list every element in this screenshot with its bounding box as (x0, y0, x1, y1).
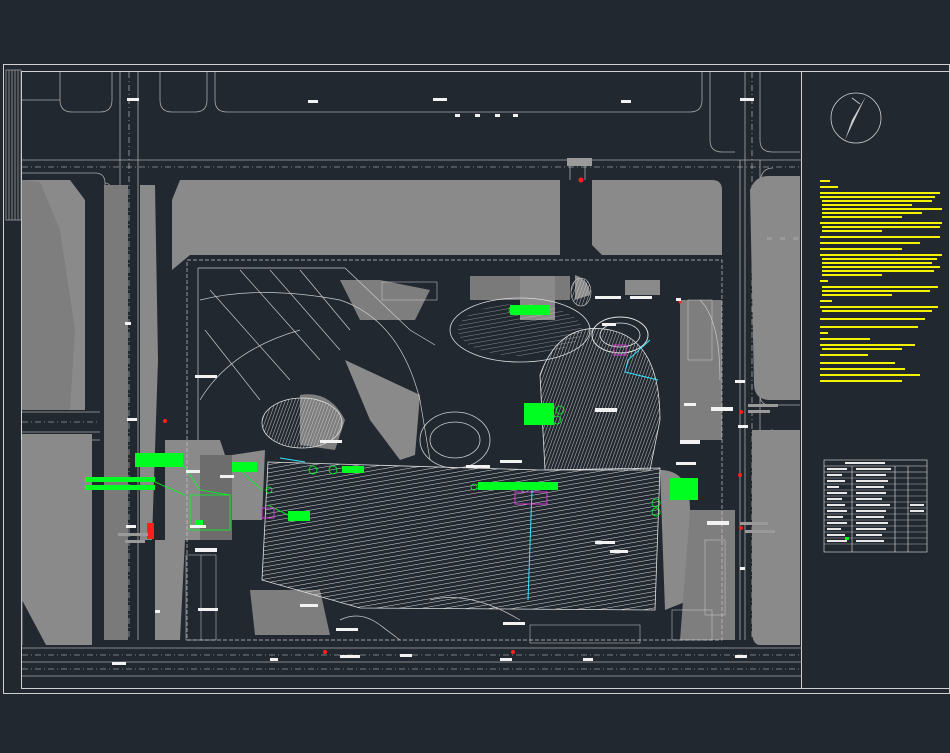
north-arrow-icon (830, 92, 882, 144)
parking-rows (185, 281, 726, 644)
landscape-areas (22, 176, 800, 645)
site-boundary (186, 259, 723, 641)
red-markers (147, 177, 743, 654)
binding-strip (5, 69, 22, 221)
yellow-design-notes (820, 180, 942, 382)
road-marks (118, 158, 798, 543)
table-cell-text (827, 462, 924, 542)
road-network (21, 72, 802, 677)
table-green-mark (845, 537, 849, 540)
data-table (823, 459, 928, 553)
cyan-lines (279, 339, 659, 601)
white-labels (112, 98, 754, 665)
table-rows (824, 477, 927, 545)
green-annotations (85, 305, 698, 526)
main-building-footprint (261, 277, 661, 611)
